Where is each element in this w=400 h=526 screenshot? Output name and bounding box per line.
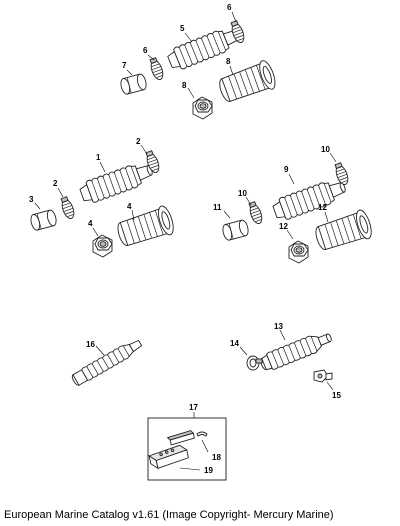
kit-17: 17 18 19 (147, 403, 227, 481)
callout-14: 14 (230, 339, 239, 348)
part-10-clamp (332, 161, 351, 187)
part-4-sleeve (114, 203, 177, 251)
kit-box (147, 417, 227, 481)
callout-6: 6 (143, 46, 148, 55)
part-12-nut (288, 240, 309, 264)
callout-6: 6 (227, 3, 232, 12)
callout-3: 3 (29, 195, 34, 204)
callout-4: 4 (88, 219, 93, 228)
callout-12: 12 (279, 222, 288, 231)
callout-15: 15 (332, 391, 341, 400)
callout-5: 5 (180, 24, 185, 33)
assembly-top: 5 6 6 7 8 8 (118, 3, 279, 120)
part-16-boot: 16 (71, 339, 143, 386)
catalog-caption: European Marine Catalog v1.61 (Image Cop… (4, 509, 334, 521)
part-3-bushing (28, 208, 59, 232)
part-6-clamp (147, 56, 166, 82)
part-4-nut (92, 234, 113, 258)
callout-11: 11 (213, 203, 222, 212)
part-13-boot (260, 333, 332, 371)
part-1-bellows-boot (77, 158, 156, 207)
assembly-left: 1 2 2 3 4 4 (28, 137, 177, 258)
part-15-fitting (313, 369, 333, 383)
callout-17: 17 (189, 403, 198, 412)
callout-10: 10 (321, 145, 330, 154)
callout-2: 2 (136, 137, 141, 146)
part-11-bushing (220, 218, 251, 242)
part-19-bar (166, 430, 195, 446)
callout-13: 13 (274, 322, 283, 331)
part-5-bellows-boot (165, 23, 244, 74)
part-19-plate (148, 444, 189, 470)
callout-7: 7 (122, 61, 127, 70)
callout-9: 9 (284, 165, 289, 174)
callout-4: 4 (127, 202, 132, 211)
part-10-clamp (246, 200, 265, 226)
callout-16: 16 (86, 340, 95, 349)
callout-12: 12 (318, 203, 327, 212)
part-2-clamp (58, 195, 77, 221)
assembly-13-14-15: 13 14 15 (230, 322, 341, 400)
part-12-sleeve (312, 207, 375, 255)
callout-1: 1 (96, 153, 101, 162)
callout-18: 18 (212, 453, 221, 462)
part-8-nut (192, 96, 213, 120)
parts-exploded-diagram: 5 6 6 7 8 8 1 2 2 3 4 4 (28, 3, 375, 481)
part-18-clip (196, 431, 208, 437)
part-7-bushing (118, 72, 149, 96)
callout-8: 8 (182, 81, 187, 90)
callout-19: 19 (204, 466, 213, 475)
callout-2: 2 (53, 179, 58, 188)
callout-10: 10 (238, 189, 247, 198)
assembly-right: 9 10 10 11 12 12 (213, 145, 375, 264)
part-14-clamp (246, 355, 263, 371)
callout-8: 8 (226, 57, 231, 66)
part-9-bellows-boot (270, 175, 349, 224)
